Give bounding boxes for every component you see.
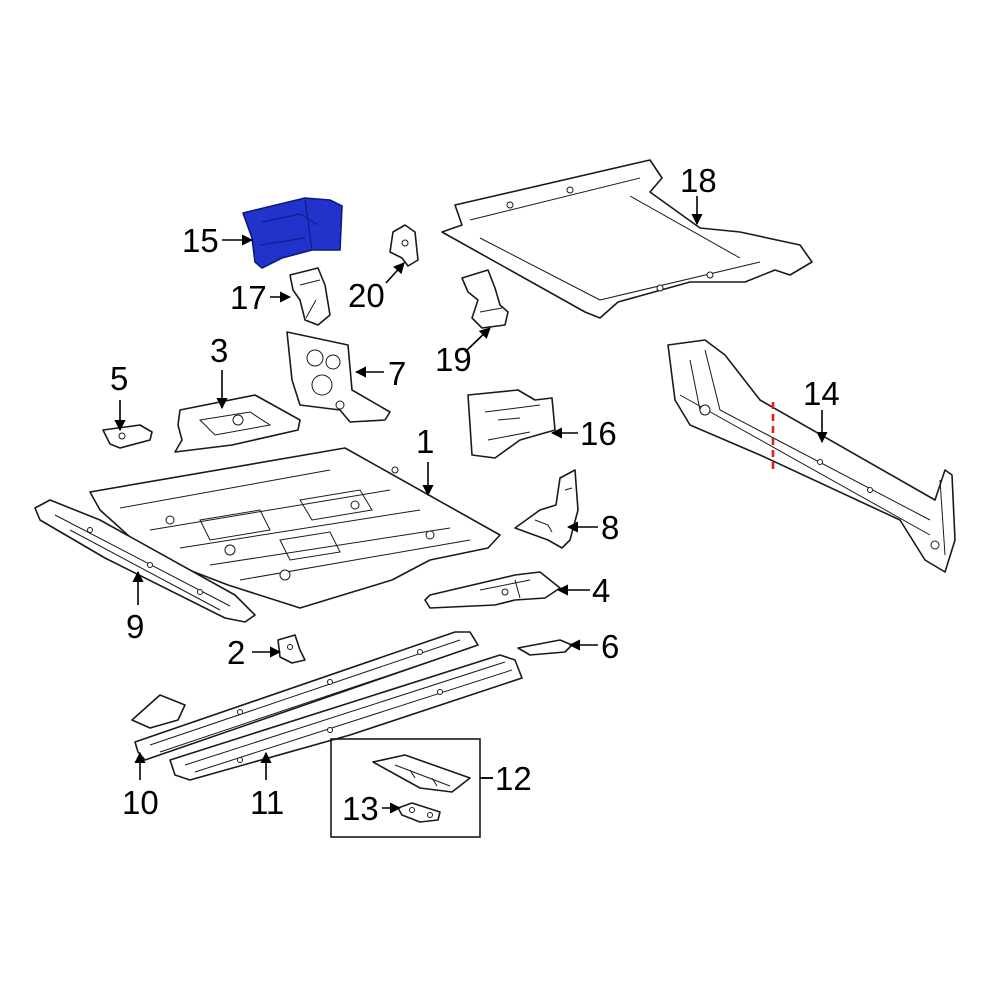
callout-19: 19 [435,341,472,378]
part-11-floor-side-member[interactable] [169,654,523,781]
callout-16: 16 [580,415,617,452]
part-8-bracket[interactable] [514,469,579,549]
part-19-bracket[interactable] [461,269,509,329]
leader-19 [464,327,491,353]
callout-17: 17 [230,279,267,316]
part-3-floor-plate[interactable] [174,394,301,453]
callout-12: 12 [495,760,532,797]
part-20-small-bracket[interactable] [389,224,419,267]
leader-20 [385,262,405,284]
callout-20: 20 [348,277,385,314]
callout-15: 15 [182,222,219,259]
part-15-highlighted-bracket[interactable] [242,197,343,269]
callout-9: 9 [126,608,144,645]
callout-labels: 1 2 3 4 5 6 7 8 9 10 11 12 13 14 15 16 1… [110,162,840,827]
callout-2: 2 [227,634,245,671]
part-5-small-bracket[interactable] [102,424,153,449]
callout-14: 14 [803,375,840,412]
part-7-reinforcement[interactable] [286,331,391,423]
part-9-side-rail[interactable] [34,499,256,623]
part-17-bracket[interactable] [289,267,331,326]
callout-5: 5 [110,360,128,397]
callout-3: 3 [210,332,228,369]
callout-8: 8 [601,509,619,546]
callout-7: 7 [388,355,406,392]
callout-4: 4 [592,572,610,609]
callout-1: 1 [416,423,434,460]
inset-box [330,738,481,838]
callout-18: 18 [680,162,717,199]
part-18-rear-crossmember-frame[interactable] [441,159,813,319]
part-13-plate[interactable] [397,802,441,823]
part-6-small-bracket[interactable] [517,639,573,656]
callout-11: 11 [250,784,284,821]
part-16-panel[interactable] [467,389,556,459]
callout-6: 6 [601,628,619,665]
part-1-floor-pan[interactable] [89,447,501,609]
leader-lines [114,196,828,814]
callout-13: 13 [342,790,379,827]
part-4-bracket[interactable] [424,571,561,609]
part-14-rocker-panel[interactable] [667,339,956,573]
part-2-small-bracket[interactable] [277,634,306,664]
callout-10: 10 [122,784,159,821]
part-12-plate[interactable] [372,754,471,793]
